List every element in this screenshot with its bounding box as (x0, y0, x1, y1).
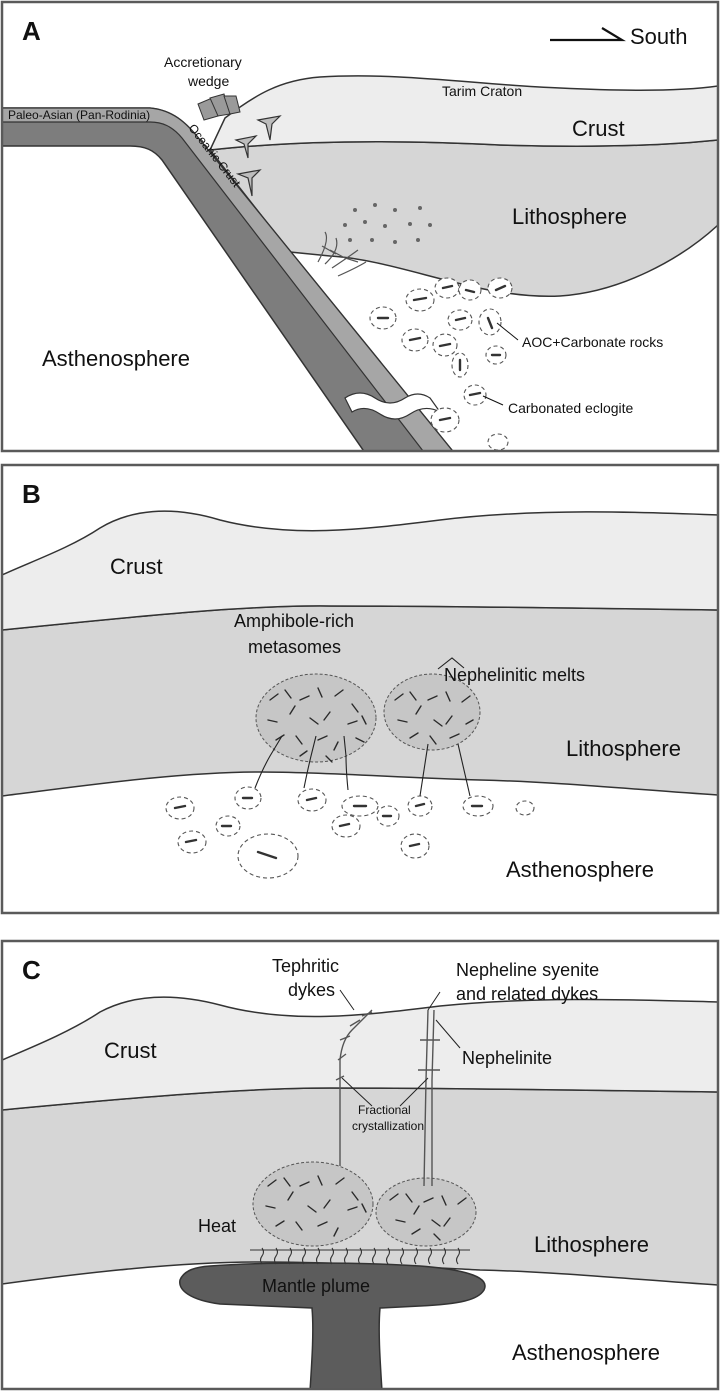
panel-c-metasome-texture (265, 1175, 467, 1241)
panel-c-heat-label: Heat (198, 1216, 236, 1236)
panel-b-lithosphere-label: Lithosphere (566, 736, 681, 761)
panel-a-melt-dots (343, 203, 432, 244)
panel-a-accretionary-wedge-blocks (197, 93, 241, 121)
panel-a-crust (208, 75, 718, 151)
panel-a-compass-label: South (630, 24, 688, 49)
panel-a-paleo-asian-label: Paleo-Asian (Pan-Rodinia) (8, 108, 150, 122)
panel-b-crust-label: Crust (110, 554, 163, 579)
panel-b-asthenosphere-label: Asthenosphere (506, 857, 654, 882)
panel-b-melt-arrows (254, 657, 471, 797)
panel-c-mantle-plume-label: Mantle plume (262, 1276, 370, 1296)
panel-c-syenite-line2: and related dykes (456, 984, 598, 1004)
panel-a-letter: A (22, 16, 41, 46)
panel-a-carbonated-eclogite-label: Carbonated eclogite (508, 400, 634, 416)
panel-c-tephritic-line2: dykes (288, 980, 335, 1000)
panel-c-letter: C (22, 955, 41, 985)
panel-a-tarim-craton-label: Tarim Craton (442, 83, 522, 99)
panel-b-letter: B (22, 479, 41, 509)
panel-c-lithosphere-label: Lithosphere (534, 1232, 649, 1257)
panel-c: C Tephritic dykes Nepheline syenite and … (0, 939, 720, 1391)
panel-c-crust-label: Crust (104, 1038, 157, 1063)
panel-c-mantle-plume (179, 1262, 486, 1389)
panel-b-nephelinitic-melt-cluster (383, 673, 481, 751)
panel-a-carbonate-inclusions (376, 284, 507, 422)
panel-b-asthenosphere-blobs (165, 786, 535, 879)
panel-b-blob-inclusions (173, 796, 484, 860)
panel-a-magma-feeders (234, 115, 282, 197)
panel-a-lithosphere-label: Lithosphere (512, 204, 627, 229)
panel-c-tephritic-line1: Tephritic (272, 956, 339, 976)
panel-a-aoc-carbonate-label: AOC+Carbonate rocks (522, 334, 663, 350)
panel-b-nephelinitic-melts-label: Nephelinitic melts (444, 665, 585, 685)
panel-a-oceanic-crust-layer (2, 107, 454, 451)
panel-a-south-arrow (550, 27, 626, 42)
panel-c-asthenosphere-label: Asthenosphere (512, 1340, 660, 1365)
panel-a-accretionary-wedge-line1: Accretionary (164, 54, 242, 70)
panel-a-carbonate-blobs (369, 277, 513, 451)
panel-b-amphibole-line1: Amphibole-rich (234, 611, 354, 631)
panel-c-syenite-line1: Nepheline syenite (456, 960, 599, 980)
panel-c-crust (2, 996, 718, 1111)
panel-b-crust (2, 510, 718, 631)
panel-c-fractional-line1: Fractional (358, 1103, 411, 1117)
panel-a-accretionary-wedge-line2: wedge (187, 73, 229, 89)
panel-c-fractional-line2: crystallization (352, 1119, 424, 1133)
panel-a-slab-melting (317, 231, 367, 277)
panel-b-amphibole-line2: metasomes (248, 637, 341, 657)
panel-c-metasome-right (375, 1177, 477, 1247)
panel-c-fractional-lines (339, 989, 461, 1107)
panel-a-crust-label: Crust (572, 116, 625, 141)
panel-b-amphibole-metasome (255, 673, 377, 763)
panel-a: A South Accretionary wedge Tarim Craton … (0, 0, 720, 453)
panel-c-tephritic-dyke (335, 1009, 373, 1166)
panel-a-asthenosphere-label: Asthenosphere (42, 346, 190, 371)
panel-b: B Crust Amphibole-rich metasomes Nepheli… (0, 463, 720, 915)
panel-c-nephelinite-label: Nephelinite (462, 1048, 552, 1068)
panel-b-metasome-texture (267, 687, 474, 763)
panel-c-metasome-left (252, 1161, 374, 1247)
